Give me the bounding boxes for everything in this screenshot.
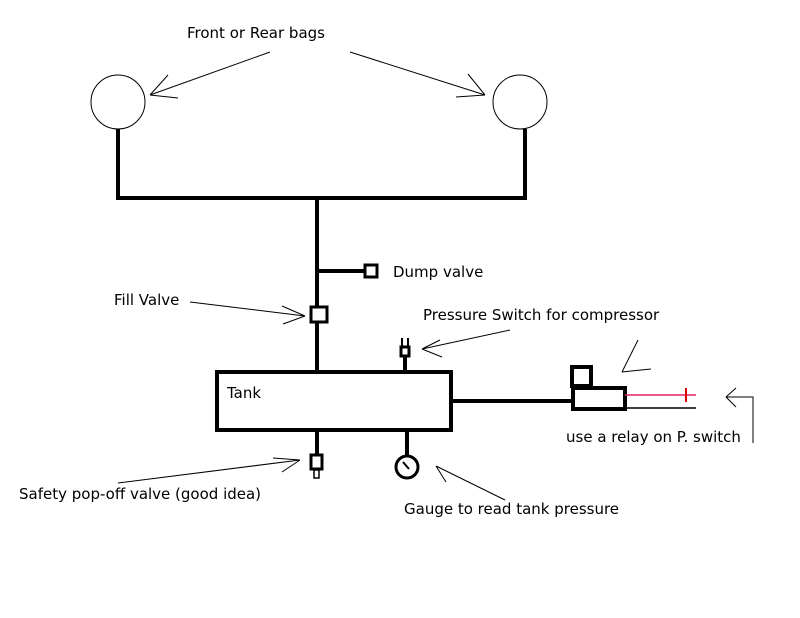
left-air-bag [90,74,146,130]
dump-valve-label: Dump valve [393,263,483,281]
pressure-switch [399,338,411,358]
safety-pop-off-valve [309,453,324,479]
tank [215,370,453,432]
pointer-arrows [117,51,754,501]
arrow-to-left-bag [149,51,271,99]
relay-label: use a relay on P. switch [566,428,741,446]
arrow-to-pressure-switch [421,329,511,358]
arrow-to-right-bag [349,51,486,98]
dump-valve [363,263,379,279]
fill-valve [309,305,329,324]
arrow-to-compressor [621,339,652,373]
bags-label: Front or Rear bags [187,24,325,42]
arrow-to-safety-valve [117,457,301,484]
arrow-to-gauge [435,465,506,501]
pressure-gauge [394,454,420,480]
arrow-to-wires [725,387,754,443]
safety-valve-label: Safety pop-off valve (good idea) [19,485,261,503]
air-lines [116,129,573,456]
fill-valve-label: Fill Valve [114,291,179,309]
arrow-to-fill-valve [189,301,306,325]
pressure-switch-label: Pressure Switch for compressor [423,306,660,324]
right-air-bag [492,74,548,130]
tank-label: Tank [226,384,261,402]
compressor [570,365,627,411]
gauge-label: Gauge to read tank pressure [404,500,619,518]
